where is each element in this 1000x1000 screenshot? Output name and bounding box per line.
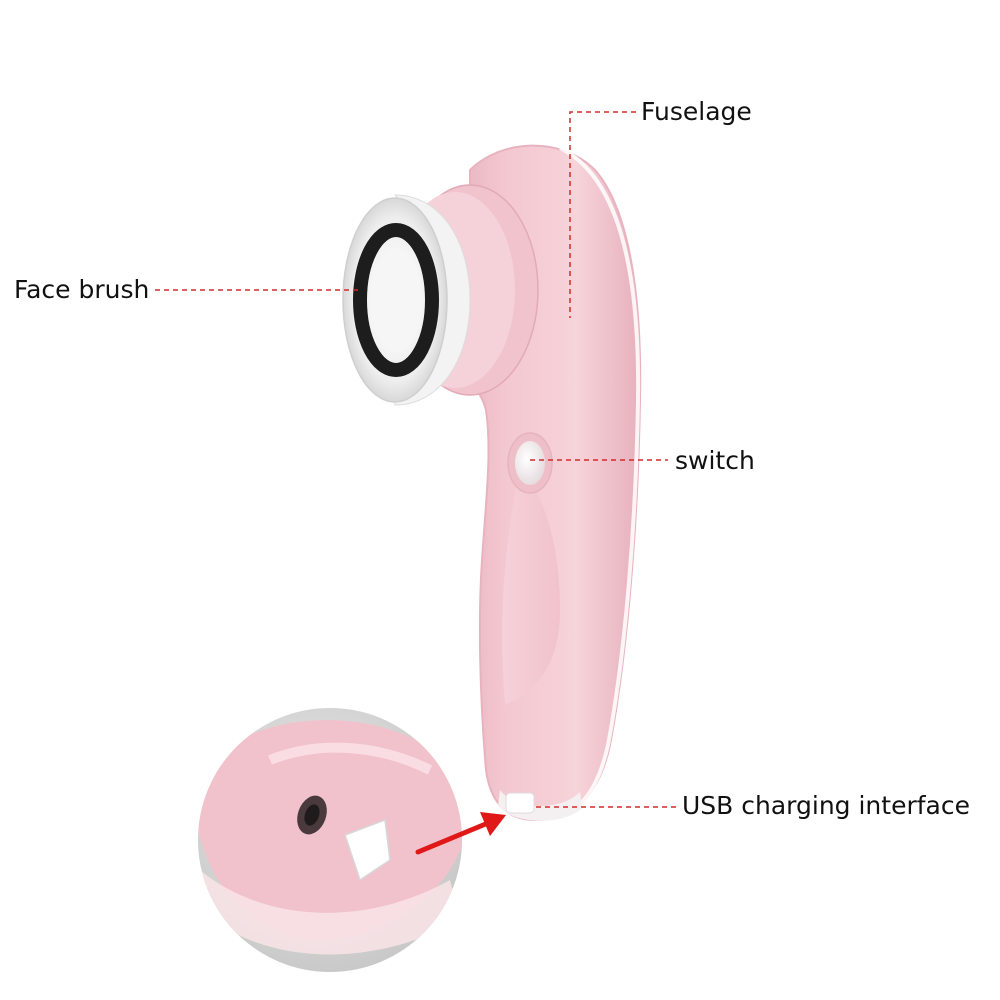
label-usb-charging-interface: USB charging interface	[682, 791, 970, 820]
red-arrow-icon	[415, 812, 506, 855]
label-face-brush: Face brush	[14, 275, 150, 304]
grip-panel	[502, 470, 560, 705]
leader-fuselage	[569, 111, 636, 318]
leader-lines	[155, 111, 676, 808]
usb-detail-inset	[198, 708, 462, 972]
label-switch: switch	[675, 446, 755, 475]
bristle-ring-black	[353, 223, 439, 377]
label-fuselage: Fuselage	[641, 97, 752, 126]
switch-button	[507, 432, 553, 494]
brush-head	[342, 184, 539, 406]
